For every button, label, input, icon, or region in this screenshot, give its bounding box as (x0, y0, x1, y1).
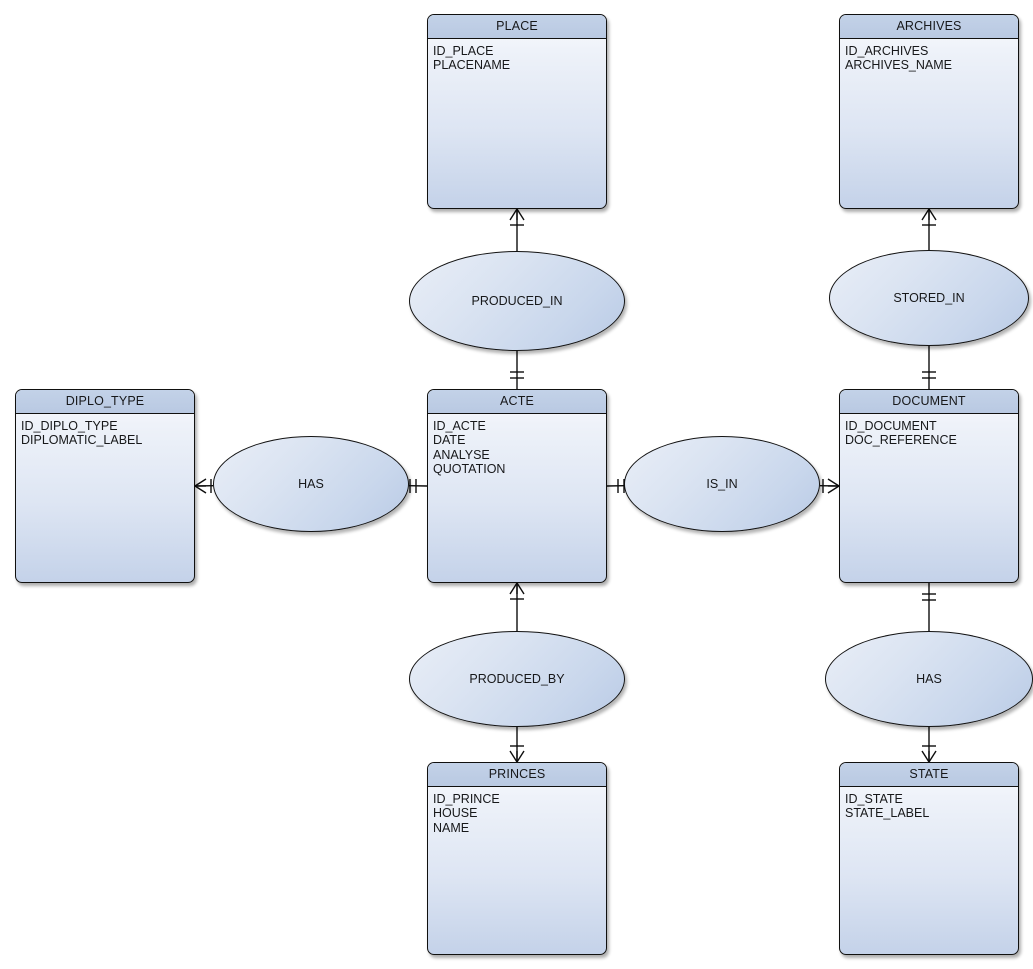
relationship-label: PRODUCED_BY (469, 672, 565, 686)
cardinality-one-has_diplo-acte (409, 479, 417, 493)
cardinality-one-has_state-document (922, 593, 936, 601)
crowfoot-prong (827, 485, 840, 494)
attribute: ID_DOCUMENT (845, 419, 937, 433)
entity-title-document: DOCUMENT (840, 390, 1018, 414)
entity-title-princes: PRINCES (428, 763, 606, 787)
cardinality-many-produced_by-princes (509, 745, 525, 763)
cardinality-many-is_in-document (822, 478, 840, 494)
attribute: ANALYSE (433, 447, 490, 462)
crowfoot-prong (921, 208, 930, 221)
cardinality-many-produced_in-place (509, 208, 525, 226)
attribute: STATE_LABEL (845, 806, 930, 821)
relationship-label: STORED_IN (893, 291, 965, 305)
crowfoot-prong (516, 750, 525, 763)
relationship-label: HAS (916, 672, 942, 686)
relationship-has_state[interactable]: HAS (825, 631, 1033, 727)
relationship-produced_in[interactable]: PRODUCED_IN (409, 251, 625, 351)
crowfoot-prong (194, 485, 207, 494)
entity-title-state: STATE (840, 763, 1018, 787)
attribute: HOUSE (433, 806, 478, 821)
entity-title-archives: ARCHIVES (840, 15, 1018, 39)
relationship-is_in[interactable]: IS_IN (624, 436, 820, 532)
relationship-label: PRODUCED_IN (471, 294, 563, 308)
attribute: QUOTATION (433, 461, 506, 476)
crowfoot-prong (921, 750, 930, 763)
cardinality-many-has_state-state (921, 745, 937, 763)
attribute: ID_PLACE (433, 44, 494, 58)
crowfoot-prong (928, 208, 937, 221)
entity-title-place: PLACE (428, 15, 606, 39)
relationship-label: HAS (298, 477, 324, 491)
crowfoot-prong (509, 750, 518, 763)
entity-title-acte: ACTE (428, 390, 606, 414)
attribute: DOC_REFERENCE (845, 433, 957, 448)
attribute: PLACENAME (433, 58, 511, 73)
attribute: ID_DIPLO_TYPE (21, 419, 118, 433)
attribute: ID_ARCHIVES (845, 44, 929, 58)
relationship-stored_in[interactable]: STORED_IN (829, 250, 1029, 346)
entity-title-diplo_type: DIPLO_TYPE (16, 390, 194, 414)
relationship-has_diplo[interactable]: HAS (213, 436, 409, 532)
cardinality-many-produced_by-acte (509, 582, 525, 600)
cardinality-one-stored_in-document (922, 371, 936, 379)
crowfoot-prong (928, 750, 937, 763)
attribute: ID_STATE (845, 792, 903, 806)
relationship-produced_by[interactable]: PRODUCED_BY (409, 631, 625, 727)
crowfoot-prong (516, 208, 525, 221)
cardinality-many-has_diplo-diplo_type (194, 478, 212, 494)
attribute: ID_PRINCE (433, 792, 500, 806)
crowfoot-prong (516, 582, 525, 595)
crowfoot-prong (509, 208, 518, 221)
cardinality-many-stored_in-archives (921, 208, 937, 226)
crowfoot-prong (194, 478, 207, 487)
relationship-label: IS_IN (706, 477, 738, 491)
attribute: NAME (433, 820, 470, 835)
attribute: ARCHIVES_NAME (845, 58, 952, 73)
attribute: ID_ACTE (433, 419, 486, 433)
attribute: DIPLOMATIC_LABEL (21, 433, 143, 448)
cardinality-one-produced_in-acte (510, 371, 524, 379)
crowfoot-prong (827, 478, 840, 487)
crowfoot-prong (509, 582, 518, 595)
attribute: DATE (433, 433, 466, 448)
